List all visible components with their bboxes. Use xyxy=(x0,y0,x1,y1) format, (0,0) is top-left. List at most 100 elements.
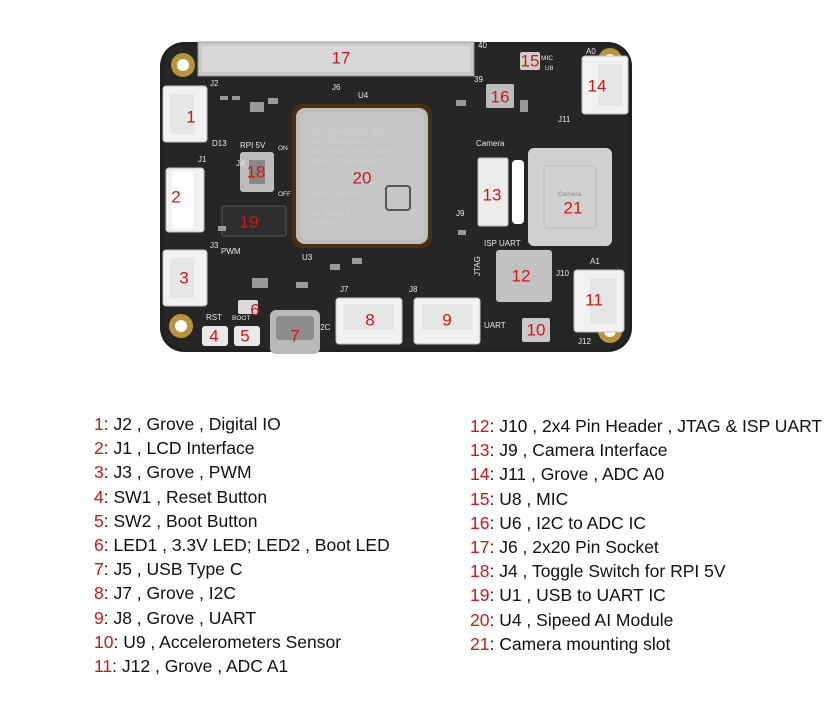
legend-row-11: 11: J12 , Grove , ADC A1 xyxy=(94,654,390,678)
dev-board-photo: 39 40 J6 U4 J2 J3 PWM D13 J1 RPI 5V J4 O… xyxy=(160,41,632,354)
camera-mounting-slot xyxy=(528,148,612,246)
marker-3: 3 xyxy=(179,269,188,288)
silk-j9: J9 xyxy=(456,209,465,218)
legend-row-3: 3: J3 , Grove , PWM xyxy=(94,460,390,484)
marker-19: 19 xyxy=(240,213,259,232)
legend-text: : U6 , I2C to ADC IC xyxy=(489,512,647,533)
leds xyxy=(238,300,258,314)
silk-isp-uart: ISP UART xyxy=(484,239,521,248)
boot-button-sw2 xyxy=(234,326,260,346)
legend-row-18: 18: J4 , Toggle Switch for RPI 5V xyxy=(470,559,822,583)
legend-num: 17 xyxy=(470,537,490,558)
legend-text: : J10 , 2x4 Pin Header , JTAG & ISP UART xyxy=(489,416,823,436)
silk-on: ON xyxy=(278,145,288,152)
camera-slot-label: Camera xyxy=(558,191,582,198)
legend-row-1: 1: J2 , Grove , Digital IO xyxy=(94,412,390,436)
marker-4: 4 xyxy=(209,327,218,346)
legend-num: 12 xyxy=(470,416,490,436)
legend-text: : U4 , Sipeed AI Module xyxy=(489,609,674,630)
silk-j6: J6 xyxy=(332,83,341,92)
silk-off: OFF xyxy=(278,191,291,198)
legend-row-21: 21: Camera mounting slot xyxy=(470,632,822,656)
grove-connector-j2 xyxy=(162,85,208,143)
legend-num: 11 xyxy=(94,656,113,677)
legend-row-6: 6: LED1 , 3.3V LED; LED2 , Boot LED xyxy=(94,533,390,557)
index-markers: 17 15 14 16 1 18 20 2 13 21 19 3 12 11 6… xyxy=(171,49,606,346)
grove-connector-j11 xyxy=(581,55,629,115)
legend-num: 16 xyxy=(470,512,490,533)
silk-j12: J12 xyxy=(578,337,591,346)
grove-connector-j8 xyxy=(413,297,481,345)
legend-row-9: 9: J8 , Grove , UART xyxy=(94,606,390,630)
silk-a0: A0 xyxy=(586,47,596,56)
legend-text: : SW1 , Reset Button xyxy=(103,486,268,507)
legend-num: 4 xyxy=(94,486,104,507)
legend-num: 2 xyxy=(94,438,104,459)
legend-text: : U9 , Accelerometers Sensor xyxy=(113,631,342,652)
legend-row-15: 15: U8 , MIC xyxy=(470,487,822,511)
legend-num: 3 xyxy=(94,462,104,483)
silk-pwm: PWM xyxy=(221,247,241,256)
usb-uart-ic-u1 xyxy=(221,205,287,237)
legend-text: : J11 , Grove , ADC A0 xyxy=(489,464,665,485)
i2c-adc-ic-u6 xyxy=(486,84,514,108)
legend-row-20: 20: U4 , Sipeed AI Module xyxy=(470,608,822,632)
legend-row-17: 17: J6 , 2x20 Pin Socket xyxy=(470,535,822,559)
silk-j8: J8 xyxy=(409,285,418,294)
legend-num: 21 xyxy=(470,633,490,654)
legend-num: 19 xyxy=(470,585,490,606)
legend-row-7: 7: J5 , USB Type C xyxy=(94,557,390,581)
marker-12: 12 xyxy=(512,267,531,286)
marker-1: 1 xyxy=(186,108,195,127)
marker-7: 7 xyxy=(290,327,299,346)
silk-j3: J3 xyxy=(210,241,219,250)
module-line6: KPU 230GMULps xyxy=(312,139,367,147)
silk-boot: BOOT xyxy=(232,315,250,322)
legend-text: : J3 , Grove , PWM xyxy=(103,462,252,483)
legend-num: 8 xyxy=(94,583,104,604)
marker-17: 17 xyxy=(332,49,351,68)
legend-row-5: 5: SW2 , Boot Button xyxy=(94,509,390,533)
grove-connector-j7 xyxy=(335,297,403,345)
legend-num: 20 xyxy=(470,609,490,630)
marker-15: 15 xyxy=(521,52,540,71)
silk-j10: J10 xyxy=(556,269,569,278)
grove-connector-j3 xyxy=(162,249,208,307)
legend-num: 6 xyxy=(94,535,104,556)
legend-text: : SW2 , Boot Button xyxy=(103,510,258,531)
marker-16: 16 xyxy=(491,88,510,107)
camera-connector-j9 xyxy=(477,157,509,227)
marker-2: 2 xyxy=(171,188,180,207)
legend-num: 18 xyxy=(470,561,490,582)
silk-j2: J2 xyxy=(210,79,219,88)
legend-num: 13 xyxy=(470,440,490,461)
legend-text: : J12 , Grove , ADC A1 xyxy=(112,656,289,677)
module-line7: FPU DP&SP APU 8MIC xyxy=(312,129,388,137)
legend-row-8: 8: J7 , Grove , I2C xyxy=(94,581,390,605)
silk-rpi5v: RPI 5V xyxy=(240,141,266,150)
lcd-connector-j1 xyxy=(165,167,205,233)
module-line4: RISC-V RV64IMAFDC xyxy=(312,159,383,167)
silk-jtag: JTAG xyxy=(473,256,482,276)
pin-socket-j6 xyxy=(197,41,475,77)
marker-18: 18 xyxy=(247,163,266,182)
marker-5: 5 xyxy=(240,327,249,346)
legend-text: : J7 , Grove , I2C xyxy=(103,583,237,604)
marker-20: 20 xyxy=(353,169,372,188)
legend-text: : J4 , Toggle Switch for RPI 5V xyxy=(489,561,726,582)
silk-u3: U3 xyxy=(302,253,313,262)
silk-i2c: I2C xyxy=(318,323,331,332)
module-line5: CPU DUAL CORE 64BIT xyxy=(312,149,392,157)
legend-row-13: 13: J9 , Camera Interface xyxy=(470,438,822,462)
legend-text: : J1 , LCD Interface xyxy=(103,438,255,459)
marker-6: 6 xyxy=(250,301,259,320)
silk-uart: UART xyxy=(484,321,506,330)
legend-text: : U8 , MIC xyxy=(489,488,569,509)
silk-mic: MIC xyxy=(541,55,553,62)
marker-21: 21 xyxy=(564,199,583,218)
legend-text: : J5 , USB Type C xyxy=(103,559,243,580)
silk-pin39: 39 xyxy=(474,75,483,84)
legend-num: 1 xyxy=(94,414,104,434)
silk-j7: J7 xyxy=(340,285,349,294)
pin-header-j10 xyxy=(496,250,552,302)
